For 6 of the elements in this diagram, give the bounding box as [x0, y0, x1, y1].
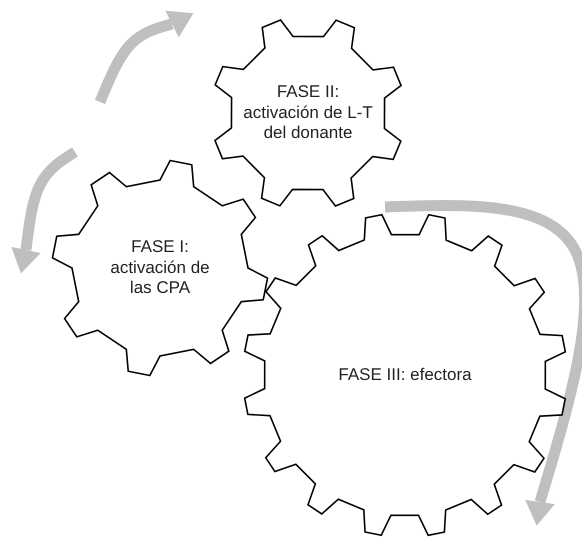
gear-label: FASE I: activación de las CPA: [109, 236, 211, 300]
gear: [52, 160, 268, 376]
gear: [211, 16, 405, 210]
gear-label: FASE III: efectora: [337, 364, 473, 386]
gear: [243, 213, 567, 537]
gear-label: FASE II: activación de L-T del donante: [243, 81, 373, 144]
